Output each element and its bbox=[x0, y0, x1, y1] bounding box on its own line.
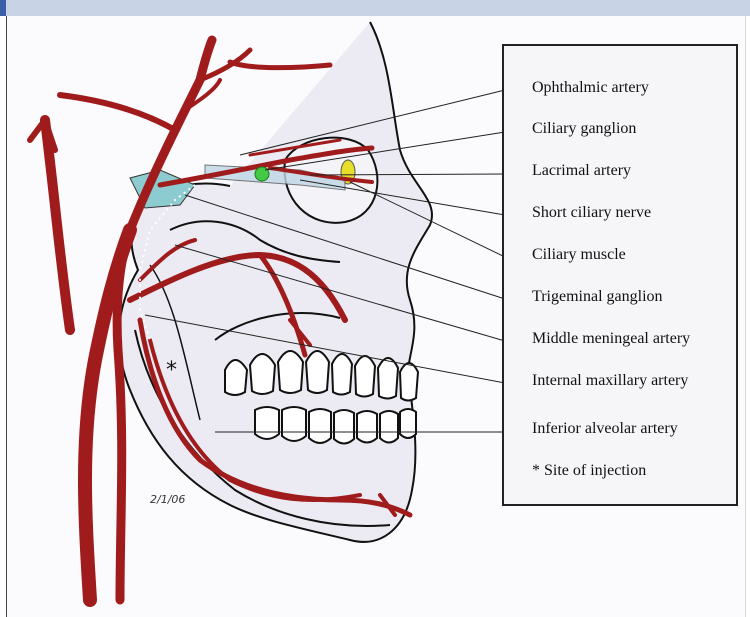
legend-inferior-alveolar-artery: Inferior alveolar artery bbox=[532, 420, 678, 438]
legend-ophthalmic-artery: Ophthalmic artery bbox=[532, 79, 649, 97]
external-carotid bbox=[117, 230, 130, 600]
legend-site-of-injection: * Site of injection bbox=[532, 462, 646, 480]
legend-ciliary-ganglion: Ciliary ganglion bbox=[532, 120, 636, 138]
ciliary-ganglion bbox=[255, 167, 269, 181]
artist-signature: 2/1/06 bbox=[150, 493, 185, 506]
upper-teeth bbox=[225, 351, 418, 401]
legend-lacrimal-artery: Lacrimal artery bbox=[532, 162, 631, 180]
injection-site-marker: * bbox=[166, 358, 177, 383]
legend-short-ciliary-nerve: Short ciliary nerve bbox=[532, 204, 651, 222]
legend-trigeminal-ganglion: Trigeminal ganglion bbox=[532, 288, 663, 306]
legend-ciliary-muscle: Ciliary muscle bbox=[532, 246, 626, 264]
legend-middle-meningeal-artery: Middle meningeal artery bbox=[532, 330, 690, 348]
legend-internal-maxillary-artery: Internal maxillary artery bbox=[532, 372, 688, 390]
